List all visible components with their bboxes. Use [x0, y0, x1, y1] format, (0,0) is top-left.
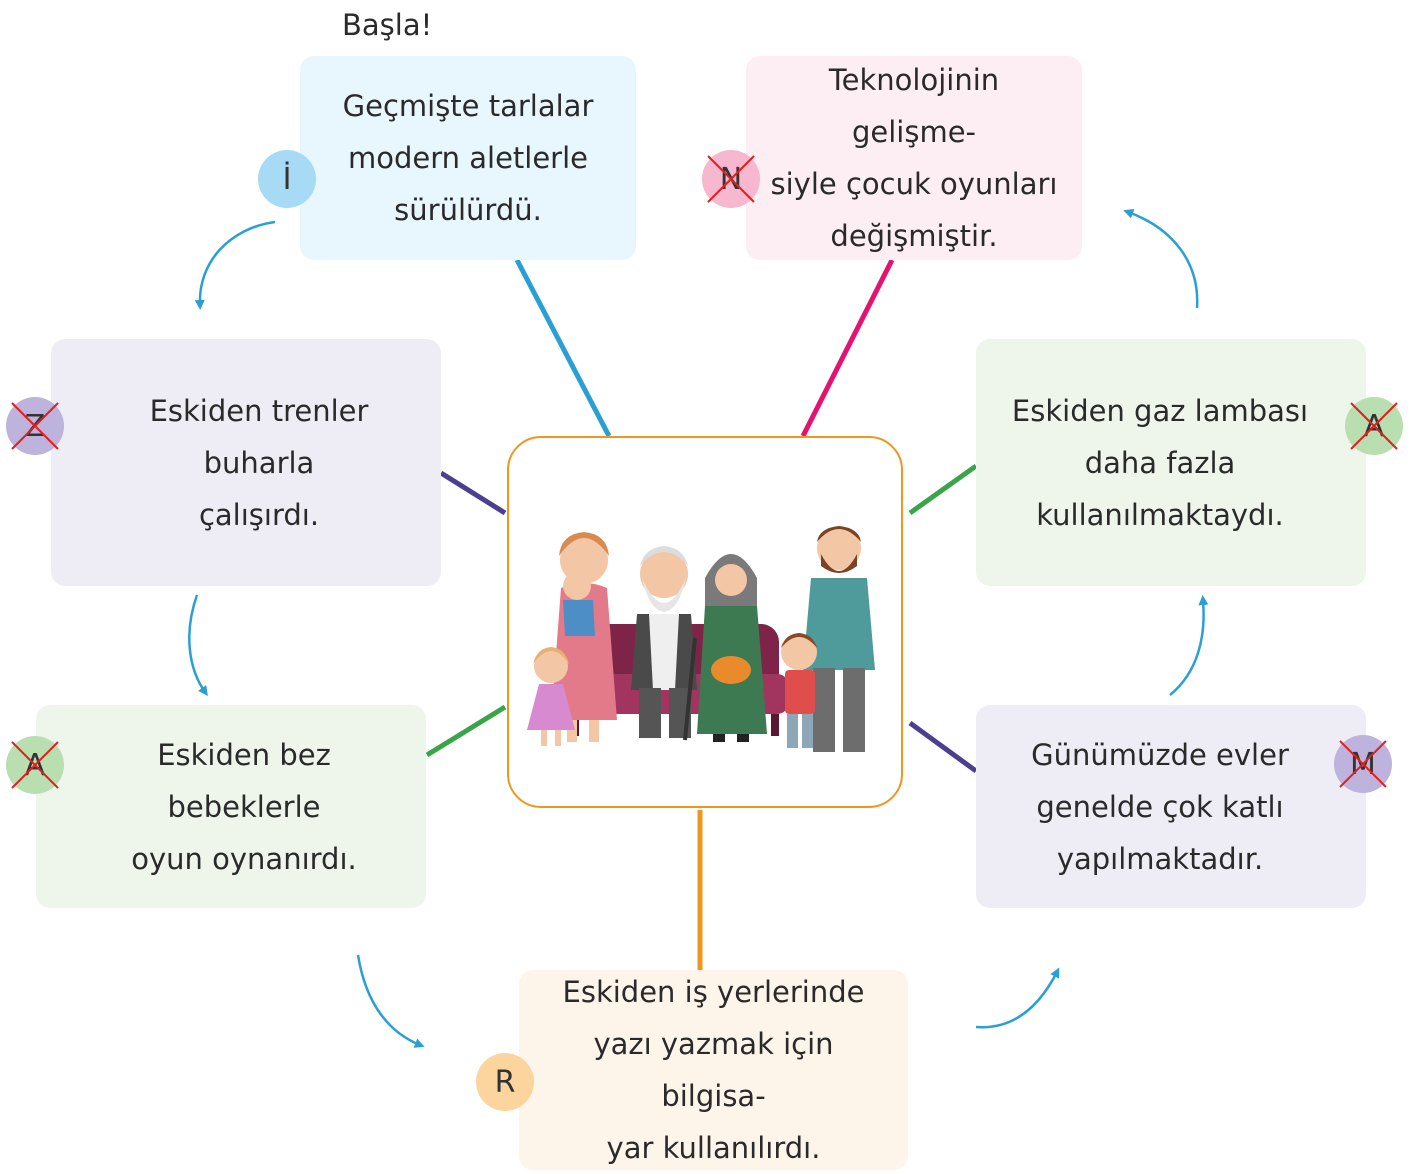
- connector-green-right: [908, 463, 978, 516]
- letter-badge: A: [6, 736, 64, 794]
- card-line: daha fazla: [1084, 445, 1236, 480]
- card-line: Eskiden bez bebeklerle: [157, 737, 331, 824]
- card-line: yar kullanılırdı.: [606, 1131, 821, 1165]
- family-illustration-frame: [507, 436, 903, 808]
- card-purple-left: Eskiden trenler buharla çalışırdı.: [51, 339, 441, 586]
- card-text: Eskiden trenler buharla çalışırdı.: [95, 385, 423, 541]
- cross-mark-icon: [1350, 402, 1398, 450]
- flow-arrow-5: [1169, 595, 1209, 696]
- card-line: değişmiştir.: [830, 219, 998, 253]
- card-line: genelde çok katlı: [1036, 789, 1284, 824]
- card-line: modern aletlerle: [347, 141, 588, 175]
- father-figure: [803, 526, 875, 752]
- flow-arrow-2: [188, 594, 208, 697]
- connector-green-left: [425, 704, 507, 758]
- card-line: sürülürdü.: [394, 193, 542, 227]
- flow-arrow-6: [1123, 209, 1199, 309]
- family-illustration: [527, 526, 875, 752]
- card-line: Eskiden iş yerlerinde: [562, 975, 865, 1009]
- card-orange: Eskiden iş yerlerinde yazı yazmak için b…: [519, 970, 908, 1170]
- connector-pink: [800, 258, 895, 438]
- letter-badge: İ: [258, 150, 316, 208]
- cross-mark-icon: [707, 155, 755, 203]
- card-green-left: Eskiden bez bebeklerle oyun oynanırdı.: [36, 705, 426, 908]
- letter-badge: Z: [6, 397, 64, 455]
- connector-purple-left: [439, 470, 507, 516]
- grandfather-figure: [631, 546, 697, 741]
- start-label: Başla!: [342, 8, 433, 42]
- connector-purple-right: [908, 720, 978, 774]
- card-line: siyle çocuk oyunları: [770, 167, 1058, 201]
- card-purple-right: Günümüzde evler genelde çok katlı yapılm…: [976, 705, 1366, 908]
- letter-badge: N: [702, 150, 760, 208]
- boy-figure: [781, 633, 817, 748]
- badge-letter: R: [494, 1064, 516, 1100]
- card-blue: Geçmişte tarlalar modern aletlerle sürül…: [300, 56, 636, 260]
- card-text: Eskiden gaz lambası daha fazla kullanılm…: [1012, 385, 1308, 541]
- badge-letter: İ: [282, 161, 292, 197]
- cross-mark-icon: [11, 402, 59, 450]
- flow-arrow-1: [194, 220, 276, 310]
- card-line: Geçmişte tarlalar: [342, 89, 594, 123]
- card-line: çalışırdı.: [198, 497, 320, 532]
- card-line: yapılmaktadır.: [1056, 841, 1264, 876]
- card-text: Geçmişte tarlalar modern aletlerle sürül…: [343, 80, 594, 236]
- letter-badge: A: [1345, 397, 1403, 455]
- card-line: oyun oynanırdı.: [131, 841, 357, 876]
- letter-badge: R: [476, 1053, 534, 1111]
- card-text: Eskiden bez bebeklerle oyun oynanırdı.: [80, 729, 408, 885]
- card-text: Günümüzde evler genelde çok katlı yapılm…: [1031, 729, 1289, 885]
- card-line: Teknolojinin gelişme-: [828, 63, 1000, 149]
- cross-mark-icon: [11, 741, 59, 789]
- connector-blue: [514, 258, 612, 438]
- card-line: Eskiden gaz lambası: [1011, 393, 1309, 428]
- card-line: kullanılmaktaydı.: [1036, 497, 1284, 532]
- letter-badge: M: [1334, 735, 1392, 793]
- card-line: Eskiden trenler buharla: [149, 393, 369, 480]
- mother-figure: [551, 532, 617, 742]
- card-text: Eskiden iş yerlerinde yazı yazmak için b…: [537, 966, 890, 1174]
- cross-mark-icon: [1339, 740, 1387, 788]
- card-green-right: Eskiden gaz lambası daha fazla kullanılm…: [976, 339, 1366, 586]
- flow-arrow-4: [975, 967, 1060, 1029]
- card-line: Günümüzde evler: [1031, 737, 1289, 772]
- card-text: Teknolojinin gelişme- siyle çocuk oyunla…: [764, 54, 1064, 262]
- grandmother-figure: [697, 554, 767, 742]
- flow-arrow-3: [356, 954, 425, 1048]
- girl-figure: [527, 647, 575, 746]
- card-pink: Teknolojinin gelişme- siyle çocuk oyunla…: [746, 56, 1082, 260]
- card-line: yazı yazmak için bilgisa-: [593, 1027, 834, 1113]
